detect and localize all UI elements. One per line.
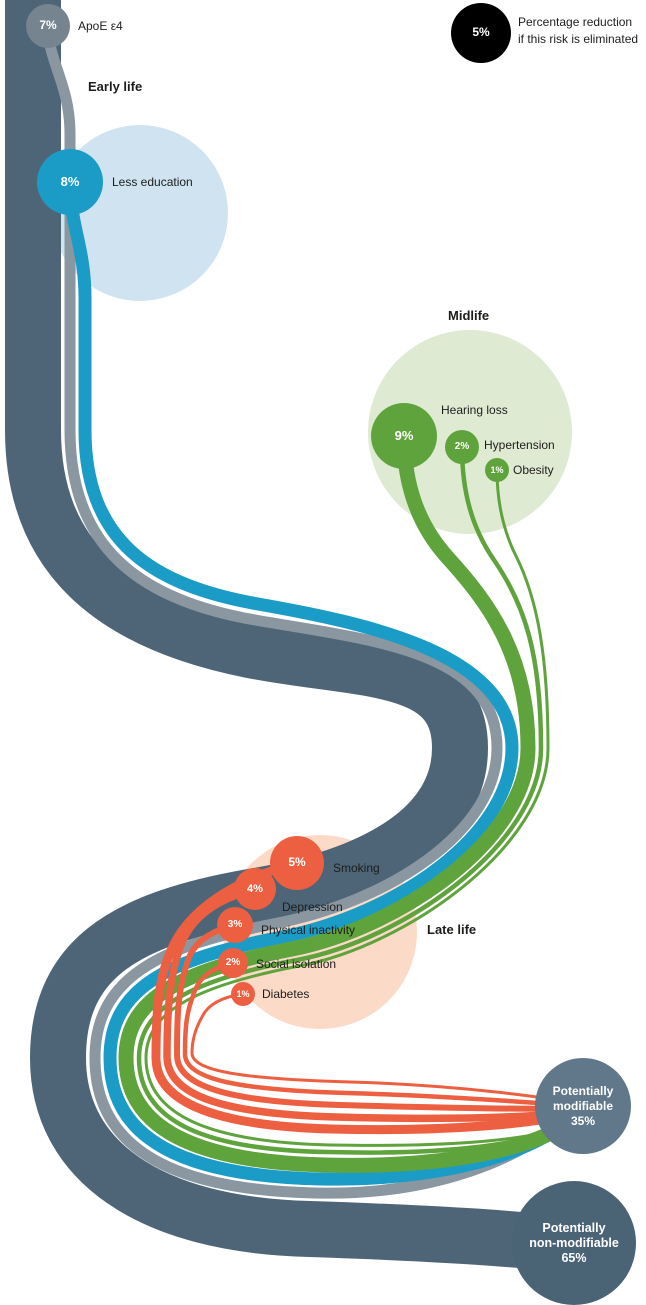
legend-circle: 5% xyxy=(451,3,511,63)
flow-hearing-loss xyxy=(118,435,581,1173)
flow-depression xyxy=(163,885,580,1123)
risk-value-hypertension: 2% xyxy=(454,441,470,453)
label-education: Less education xyxy=(112,175,193,189)
flow-smoking xyxy=(151,858,580,1135)
outcome-modifiable-line2: modifiable xyxy=(552,1098,613,1113)
flow-physical-inactivity xyxy=(173,922,580,1112)
outcome-modifiable-value: 35% xyxy=(570,1113,596,1128)
legend-text: Percentage reduction if this risk is eli… xyxy=(518,14,638,48)
risk-circle-education: 8% xyxy=(37,149,103,215)
risk-circle-depression: 4% xyxy=(234,868,276,910)
risk-circle-diabetes: 1% xyxy=(231,982,255,1006)
risk-circle-isolation: 2% xyxy=(218,948,248,978)
outcome-modifiable-line1: Potentially xyxy=(552,1083,614,1098)
risk-value-isolation: 2% xyxy=(225,957,241,969)
risk-circle-apoe: 7% xyxy=(26,4,70,48)
flow-diabetes xyxy=(190,992,581,1106)
outcome-modifiable-text: Potentially modifiable 35% xyxy=(553,1084,614,1129)
stage-label-midlife: Midlife xyxy=(448,308,490,323)
label-hypertension: Hypertension xyxy=(484,438,555,452)
outcome-nonmodifiable-text: Potentially non-modifiable 65% xyxy=(529,1221,619,1266)
risk-circle-hypertension: 2% xyxy=(445,430,479,464)
flow-obesity xyxy=(144,469,580,1147)
risk-circle-smoking: 5% xyxy=(270,836,324,890)
risk-value-education: 8% xyxy=(60,173,80,189)
risk-value-diabetes: 1% xyxy=(236,988,250,999)
label-inactivity: Physical inactivity xyxy=(261,923,356,937)
legend-line-2: if this risk is eliminated xyxy=(518,32,639,46)
outcome-circle-nonmodifiable: Potentially non-modifiable 65% xyxy=(512,1181,636,1305)
risk-value-apoe: 7% xyxy=(39,18,57,33)
legend-line-1: Percentage reduction xyxy=(518,15,633,29)
stage-label-late: Late life xyxy=(427,922,477,937)
label-obesity: Obesity xyxy=(513,463,554,477)
label-diabetes: Diabetes xyxy=(262,987,310,1001)
risk-circle-inactivity: 3% xyxy=(217,907,253,943)
flow-less-education xyxy=(63,181,579,1186)
risk-value-smoking: 5% xyxy=(288,855,306,870)
risk-circle-obesity: 1% xyxy=(485,458,509,482)
risk-value-depression: 4% xyxy=(247,882,263,895)
label-smoking: Smoking xyxy=(333,861,380,875)
label-depression: Depression xyxy=(282,900,343,914)
flow-apoe xyxy=(42,25,576,1199)
outcome-nonmodifiable-value: 65% xyxy=(561,1250,587,1265)
flow-social-isolation xyxy=(182,960,581,1109)
label-isolation: Social isolation xyxy=(256,957,337,971)
outcome-nonmodifiable-line2: non-modifiable xyxy=(529,1235,619,1250)
risk-value-hearing: 9% xyxy=(394,427,414,443)
flow-hypertension xyxy=(136,446,580,1155)
outcome-circle-modifiable: Potentially modifiable 35% xyxy=(535,1058,631,1154)
outcome-nonmodifiable-line1: Potentially xyxy=(542,1220,606,1235)
stage-label-early: Early life xyxy=(88,79,143,94)
legend-value: 5% xyxy=(472,25,490,40)
label-hearing: Hearing loss xyxy=(441,403,508,417)
risk-value-obesity: 1% xyxy=(490,464,504,475)
risk-value-inactivity: 3% xyxy=(227,919,243,931)
label-apoe: ApoE ε4 xyxy=(78,19,123,33)
risk-circle-hearing: 9% xyxy=(371,403,437,469)
